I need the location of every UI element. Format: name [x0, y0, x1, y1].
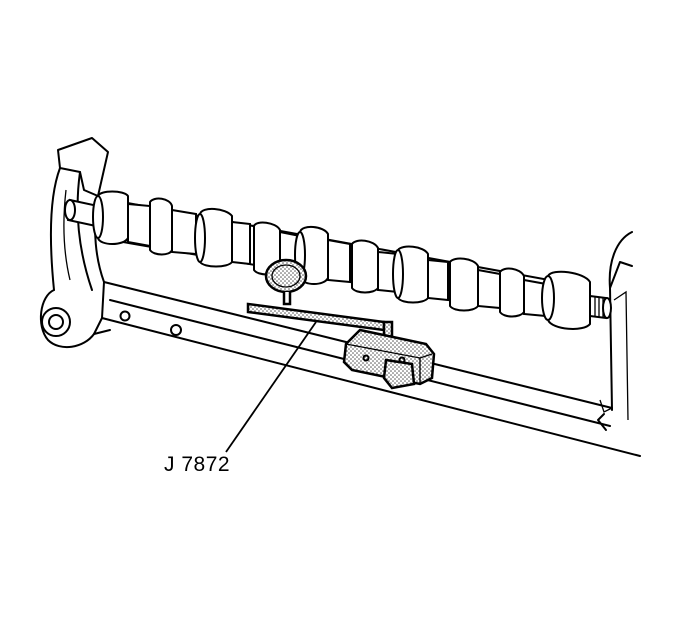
tool-callout-label: J 7872: [164, 453, 231, 476]
engine-block-right-end: [597, 231, 633, 431]
dial-indicator-tool: [246, 258, 436, 390]
callout-leader-line: [225, 321, 317, 453]
engine-block-left-end: [39, 137, 111, 349]
camshaft: [64, 190, 612, 330]
